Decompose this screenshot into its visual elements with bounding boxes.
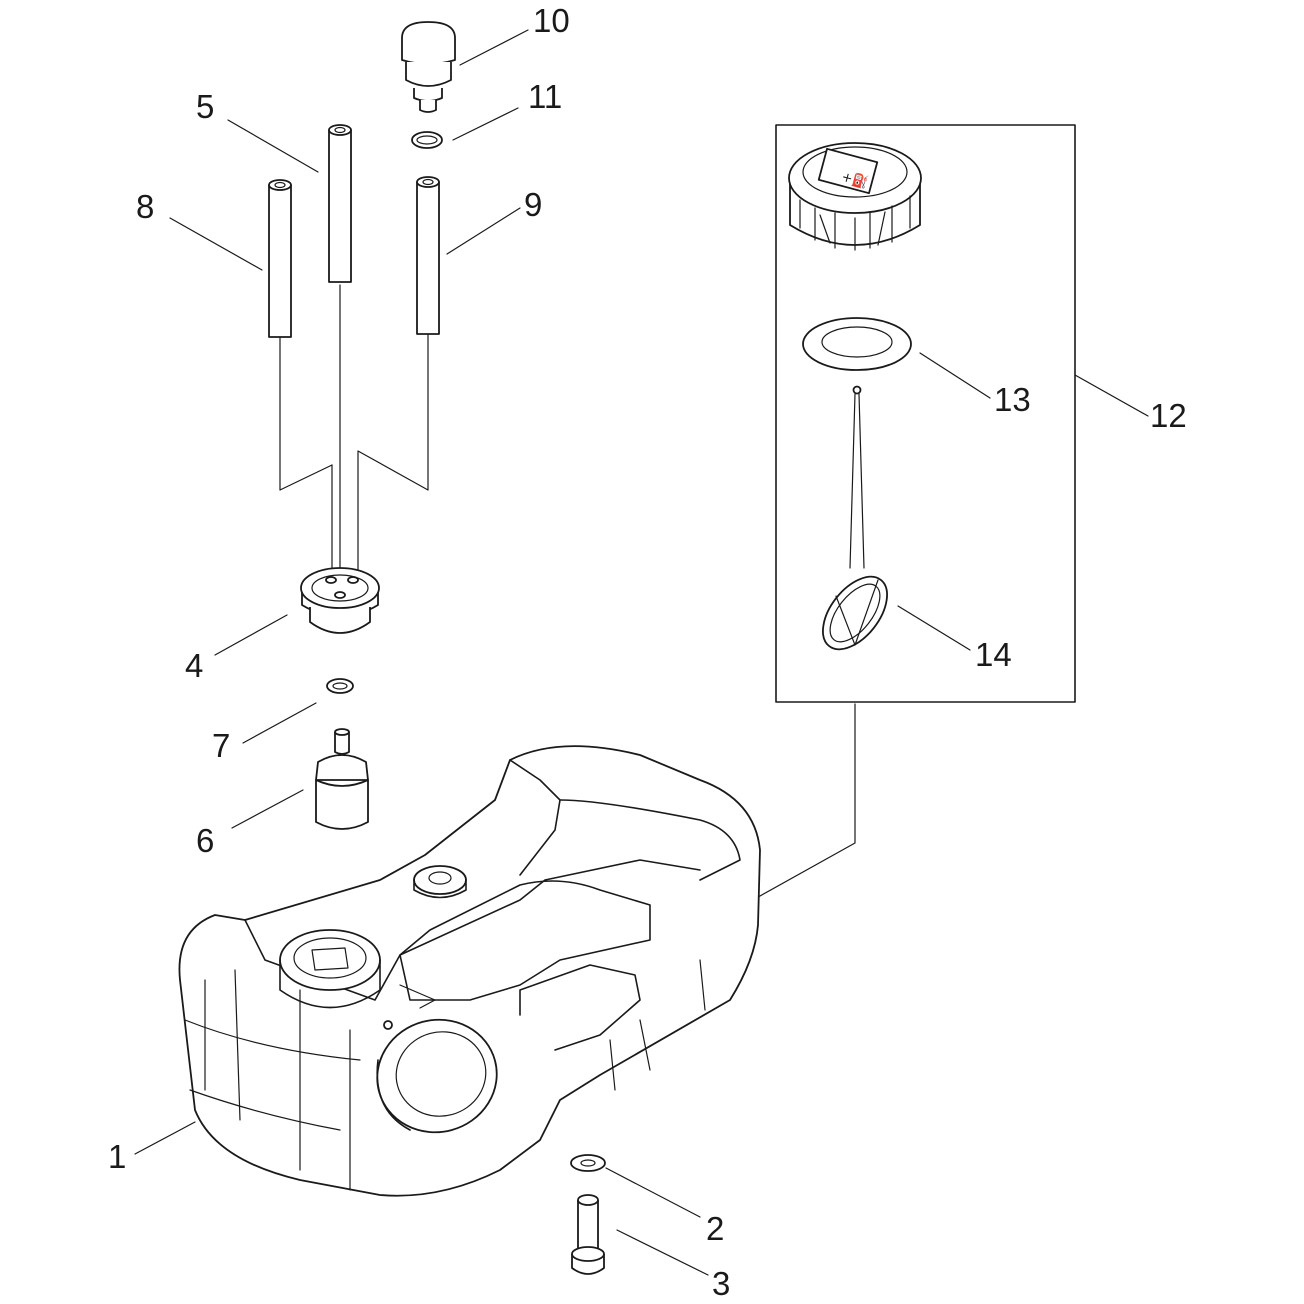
callout-2: 2 xyxy=(706,1210,724,1247)
callout-10: 10 xyxy=(533,2,570,39)
part-7-ring xyxy=(326,678,354,694)
callout-12: 12 xyxy=(1150,397,1187,434)
part-9-tube xyxy=(416,176,440,335)
callout-4: 4 xyxy=(185,647,203,684)
part-5-tube xyxy=(328,124,352,283)
part-14-strainer xyxy=(822,385,888,651)
part-10-filter xyxy=(401,21,456,113)
part-2-washer xyxy=(570,1154,606,1172)
callout-5: 5 xyxy=(196,88,214,125)
part-6-fuel-filter xyxy=(315,728,369,830)
callout-8: 8 xyxy=(136,188,154,225)
part-11-clamp xyxy=(411,131,443,149)
part-12-tank-cap: +⛽ xyxy=(788,142,922,251)
callout-3: 3 xyxy=(712,1265,730,1302)
callout-6: 6 xyxy=(196,822,214,859)
cap-symbols: +⛽ xyxy=(840,169,870,191)
callout-13: 13 xyxy=(994,381,1031,418)
part-8-tube xyxy=(268,179,292,338)
part-4-grommet xyxy=(300,567,380,634)
kit-box xyxy=(775,124,1076,703)
callout-1: 1 xyxy=(108,1138,126,1175)
part-3-bolt xyxy=(571,1194,605,1275)
callout-14: 14 xyxy=(975,636,1012,673)
callout-11: 11 xyxy=(528,78,562,115)
part-1-fuel-tank xyxy=(178,745,761,1197)
callout-labels: 10 11 5 8 9 4 7 6 1 2 3 12 13 14 xyxy=(108,2,1187,1302)
callout-9: 9 xyxy=(524,186,542,223)
part-13-gasket xyxy=(802,317,912,371)
callout-7: 7 xyxy=(212,727,230,764)
